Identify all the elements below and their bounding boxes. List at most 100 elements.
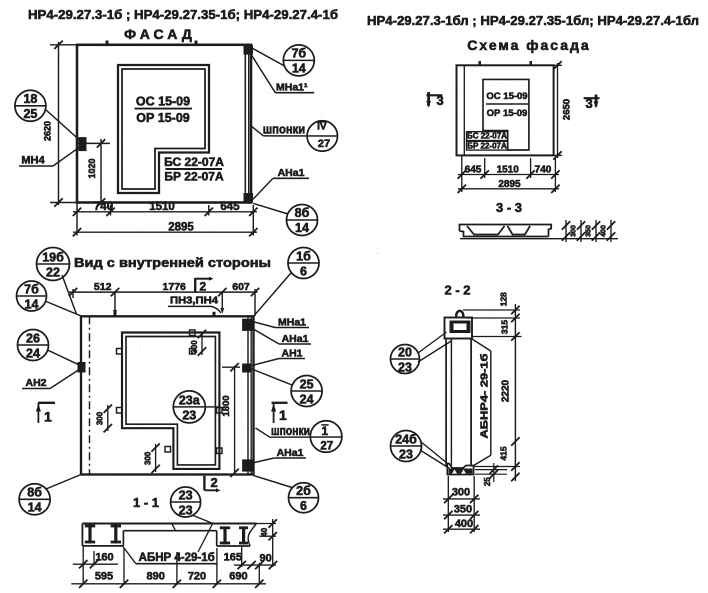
svg-text:3: 3 <box>586 96 593 111</box>
svg-text:ОС 15-09: ОС 15-09 <box>486 91 527 102</box>
svg-text:690: 690 <box>229 570 247 582</box>
svg-text:ОР 15-09: ОР 15-09 <box>136 111 190 125</box>
svg-text:МН4: МН4 <box>21 155 45 167</box>
svg-text:2895: 2895 <box>498 179 521 190</box>
svg-text:19б: 19б <box>42 251 64 265</box>
svg-text:165: 165 <box>224 551 242 563</box>
svg-text:300: 300 <box>96 411 105 425</box>
svg-text:БР 22-07А: БР 22-07А <box>467 141 507 150</box>
svg-text:IV: IV <box>317 122 327 133</box>
svg-text:512: 512 <box>94 281 112 293</box>
svg-text:ПН3,ПН4: ПН3,ПН4 <box>170 296 218 307</box>
svg-text:АН2: АН2 <box>25 377 46 389</box>
svg-text:400: 400 <box>601 225 608 237</box>
svg-text:1800: 1800 <box>221 395 232 416</box>
svg-text:27: 27 <box>318 138 330 150</box>
svg-text:АНа1: АНа1 <box>282 333 309 345</box>
svg-text:14: 14 <box>295 221 309 235</box>
svg-text:НР4-29.27.3-1б ; НР4-29.27.35: НР4-29.27.3-1б ; НР4-29.27.35-1б; НР4-29… <box>28 7 338 22</box>
svg-text:АБНР4- 29-1б: АБНР4- 29-1б <box>479 354 491 439</box>
svg-text:1: 1 <box>322 426 329 438</box>
svg-text:23: 23 <box>179 489 193 503</box>
svg-text:1б: 1б <box>296 250 311 264</box>
svg-text:МНа1: МНа1 <box>278 317 306 329</box>
svg-text:25: 25 <box>23 107 37 121</box>
svg-text:1: 1 <box>279 407 287 423</box>
svg-text:24: 24 <box>300 392 314 406</box>
svg-text:2650: 2650 <box>562 99 573 120</box>
svg-text:2: 2 <box>200 280 207 294</box>
svg-text:2б: 2б <box>296 484 311 498</box>
svg-text:740: 740 <box>535 164 552 175</box>
svg-text:АБНР 4-29-1б: АБНР 4-29-1б <box>139 552 215 564</box>
svg-text:7б: 7б <box>291 47 306 61</box>
svg-text:23: 23 <box>399 447 413 461</box>
svg-text:25: 25 <box>300 378 314 392</box>
svg-text:595: 595 <box>95 570 113 582</box>
svg-text:1 - 1: 1 - 1 <box>133 495 159 510</box>
svg-text:6: 6 <box>300 499 307 513</box>
svg-text:БС 22-07А: БС 22-07А <box>467 132 507 141</box>
svg-text:ОР 15-09: ОР 15-09 <box>487 108 528 119</box>
svg-text:БС 22-07А: БС 22-07А <box>164 155 224 169</box>
svg-text:БР 22-07А: БР 22-07А <box>164 170 224 184</box>
svg-text:ОС 15-09: ОС 15-09 <box>136 95 190 109</box>
svg-text:МНа1¹: МНа1¹ <box>276 82 308 94</box>
svg-text:1776: 1776 <box>163 281 187 293</box>
svg-text:7б: 7б <box>24 283 39 297</box>
svg-text:14: 14 <box>28 500 42 514</box>
svg-text:1510: 1510 <box>149 201 175 213</box>
svg-text:шпонки: шпонки <box>263 122 306 136</box>
svg-text:645: 645 <box>220 201 240 213</box>
svg-text:2: 2 <box>211 475 218 490</box>
svg-text:128: 128 <box>499 292 509 306</box>
svg-text:740: 740 <box>94 201 113 213</box>
svg-text:40: 40 <box>260 527 269 536</box>
svg-text:23а: 23а <box>179 394 201 408</box>
svg-text:АНа1: АНа1 <box>278 167 305 179</box>
svg-text:160: 160 <box>95 551 113 563</box>
svg-text:2220: 2220 <box>501 379 512 402</box>
svg-text:АН1: АН1 <box>281 348 302 360</box>
svg-text:8б: 8б <box>295 206 310 220</box>
svg-text:24б: 24б <box>395 433 417 447</box>
svg-text:18: 18 <box>23 92 37 106</box>
svg-text:90: 90 <box>259 552 271 564</box>
svg-text:400: 400 <box>455 518 473 530</box>
svg-text:ФАСАД: ФАСАД <box>124 26 196 42</box>
svg-text:14: 14 <box>25 297 39 311</box>
svg-text:23: 23 <box>398 360 412 374</box>
svg-text:350: 350 <box>586 225 593 237</box>
svg-text:6: 6 <box>300 264 307 278</box>
svg-text:Вид с внутренней стороны: Вид с внутренней стороны <box>74 255 271 270</box>
svg-text:НР4-29.27.3-1бл ; НР4-29.27.3: НР4-29.27.3-1бл ; НР4-29.27.35-1бл; НР4-… <box>367 13 699 28</box>
svg-text:25: 25 <box>483 477 492 486</box>
svg-text:415: 415 <box>499 446 509 460</box>
svg-text:3 - 3: 3 - 3 <box>496 200 522 215</box>
svg-text:890: 890 <box>147 570 165 582</box>
svg-text:300: 300 <box>452 487 470 499</box>
svg-text:АНа1: АНа1 <box>277 447 304 459</box>
svg-text:23: 23 <box>179 503 193 517</box>
svg-text:шпонки: шпонки <box>271 424 310 438</box>
svg-text:14: 14 <box>292 61 306 75</box>
svg-text:20: 20 <box>398 346 412 360</box>
svg-text:300: 300 <box>190 340 199 354</box>
svg-text:645: 645 <box>465 164 482 175</box>
svg-text:23: 23 <box>182 408 196 422</box>
svg-text:2895: 2895 <box>168 221 194 233</box>
svg-text:22: 22 <box>46 265 60 279</box>
svg-text:24: 24 <box>26 346 40 360</box>
svg-text:720: 720 <box>188 570 206 582</box>
svg-text:3: 3 <box>437 93 444 108</box>
svg-text:2 - 2: 2 - 2 <box>444 283 470 298</box>
svg-text:300: 300 <box>144 451 153 465</box>
svg-text:315: 315 <box>500 320 510 334</box>
svg-text:8б: 8б <box>27 486 42 500</box>
svg-text:300: 300 <box>571 225 578 237</box>
svg-text:350: 350 <box>454 504 472 516</box>
svg-text:607: 607 <box>232 281 250 293</box>
svg-text:1: 1 <box>44 409 52 425</box>
svg-text:1510: 1510 <box>497 164 520 175</box>
svg-text:Схема фасада: Схема фасада <box>467 37 590 53</box>
